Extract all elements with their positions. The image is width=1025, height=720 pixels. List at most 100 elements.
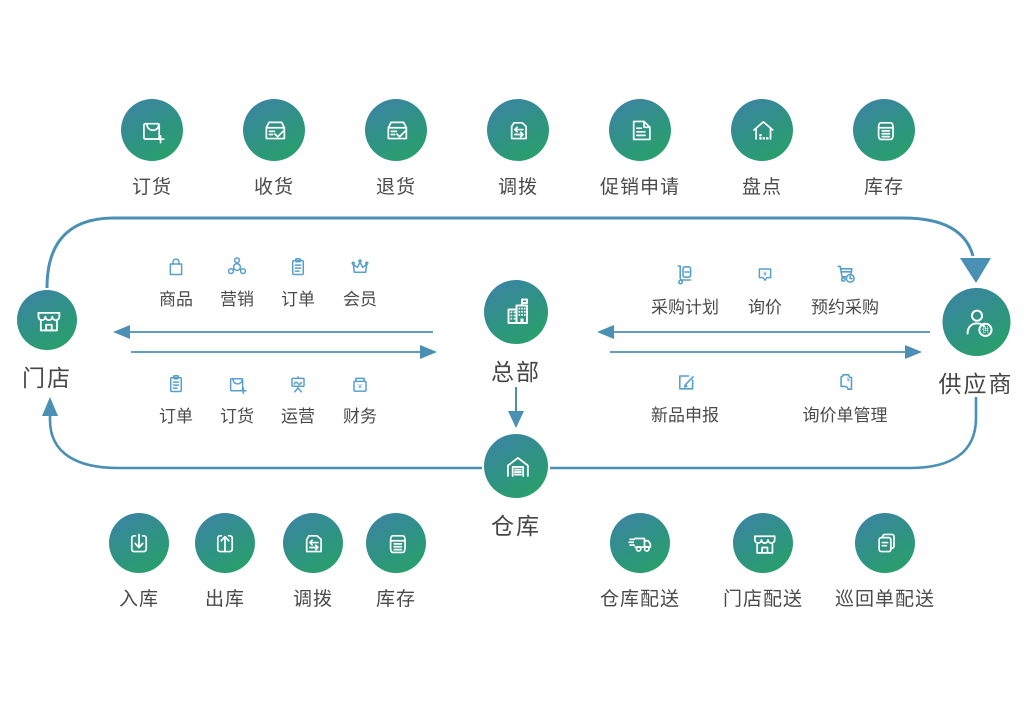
warehouse-house-icon	[507, 457, 529, 477]
module-label: 采购计划	[651, 298, 719, 317]
right-arrowhead-supplier	[905, 345, 922, 359]
flow-node-outbound: 出库	[195, 513, 255, 611]
right-arrowhead-hq	[420, 345, 437, 359]
price-bubble-icon: ¥	[758, 268, 772, 281]
return-circle	[365, 99, 427, 161]
order-circle	[121, 99, 183, 161]
flow-node-stocktake: 盘点	[731, 99, 793, 199]
stocktake-circle	[731, 99, 793, 161]
supplier-person-icon: 供	[966, 309, 993, 337]
store-delivery-circle	[732, 513, 793, 573]
hq-building-icon	[507, 298, 528, 324]
module-label: 询价单管理	[802, 406, 888, 425]
flow-node-label: 调拨	[292, 589, 333, 610]
flow-node-store-delivery: 门店配送	[723, 513, 803, 611]
flow-node-label: 仓库配送	[599, 589, 681, 610]
entity-supplier: 供 供应商	[939, 288, 1014, 399]
warehouse-delivery-circle	[609, 513, 670, 573]
arrow-out-box-icon	[216, 534, 234, 553]
storefront-icon	[37, 311, 61, 332]
crown-icon	[351, 259, 369, 273]
module-orders-2: 订单	[159, 369, 193, 427]
entity-store: 门店	[17, 290, 77, 393]
module-new-product: 新品申报	[651, 366, 719, 426]
bag-plus-icon	[143, 122, 165, 144]
box-swap-icon	[305, 534, 322, 553]
trolley-icon	[677, 265, 692, 285]
shopping-bag-icon	[169, 258, 183, 276]
flow-node-transfer: 调拨	[487, 99, 549, 199]
transfer-circle	[283, 513, 343, 573]
flow-node-label: 收货	[253, 177, 294, 198]
flow-node-label: 巡回单配送	[834, 589, 936, 610]
module-ordering: 订货	[220, 369, 254, 427]
flow-node-stock: 库存	[366, 513, 426, 611]
entity-label: 仓库	[491, 513, 541, 539]
module-finance: ¥ 财务	[343, 369, 377, 427]
entity-label: 供应商	[938, 371, 1014, 397]
module-purchase-plan: 采购计划	[651, 258, 719, 318]
storage-box-icon	[877, 121, 894, 141]
house-blocks-icon	[753, 121, 774, 140]
delivery-truck-icon	[628, 537, 652, 552]
box-check-icon	[265, 121, 286, 140]
network-circles-icon	[227, 257, 247, 275]
flow-node-label: 盘点	[741, 177, 782, 198]
flow-node-label: 入库	[118, 589, 159, 610]
clipboard-icon	[292, 258, 304, 276]
presentation-board-icon	[291, 376, 305, 393]
store-up-arrowhead	[42, 397, 58, 416]
cart-clock-icon	[837, 265, 855, 284]
document-lines-icon	[632, 120, 651, 141]
warehouse-circle	[484, 434, 548, 498]
clipboard-icon	[170, 375, 182, 393]
yen-glyph: ¥	[846, 378, 850, 384]
left-arrowhead-store	[113, 325, 130, 339]
inbound-circle	[109, 513, 169, 573]
storefront-icon	[754, 535, 776, 554]
down-arrowhead-warehouse	[508, 411, 524, 428]
module-label: 营销	[220, 290, 254, 309]
flow-node-label: 退货	[375, 177, 416, 198]
module-label: 订单	[281, 290, 315, 309]
supplier-badge-text: 供	[981, 326, 988, 335]
entity-warehouse: 仓库	[484, 434, 548, 541]
module-orders: 订单	[281, 252, 315, 310]
flow-node-inbound: 入库	[109, 513, 169, 611]
flow-node-return: 退货	[365, 99, 427, 199]
flow-node-label: 出库	[204, 589, 245, 610]
module-reserved-purchase: 预约采购	[811, 258, 879, 318]
flow-node-label: 库存	[863, 177, 904, 198]
module-inquiry: ¥ 询价	[748, 260, 782, 318]
arrow-in-box-icon	[130, 533, 148, 553]
transfer-circle	[487, 99, 549, 161]
flow-node-order: 订货	[121, 99, 183, 199]
flow-node-transfer-wh: 调拨	[283, 513, 343, 611]
bag-plus-icon	[229, 378, 247, 395]
stock-circle	[366, 513, 426, 573]
route-delivery-circle	[854, 513, 915, 573]
storage-box-icon	[389, 534, 406, 554]
flow-node-label: 库存	[375, 589, 416, 610]
module-label: 新品申报	[651, 406, 719, 425]
flow-node-inventory: 库存	[853, 99, 915, 199]
flow-node-label: 调拨	[497, 177, 538, 198]
box-check-icon	[387, 121, 408, 140]
flow-node-warehouse-delivery: 仓库配送	[600, 513, 680, 611]
yen-document-icon: ¥	[839, 374, 852, 390]
box-swap-icon	[510, 121, 527, 140]
entity-label: 门店	[22, 365, 72, 391]
entity-headquarters: 总部	[484, 280, 548, 387]
module-label: 订货	[220, 407, 254, 426]
flow-node-label: 促销申请	[599, 177, 681, 198]
module-label: 运营	[281, 407, 315, 426]
entity-label: 总部	[491, 359, 541, 385]
module-label: 商品	[159, 290, 193, 309]
stacked-docs-icon	[878, 533, 895, 553]
cash-box-icon: ¥	[353, 377, 367, 392]
top-loop-path	[45, 216, 975, 289]
module-members: 会员	[343, 252, 377, 310]
supplier-down-arrowhead	[960, 258, 991, 283]
